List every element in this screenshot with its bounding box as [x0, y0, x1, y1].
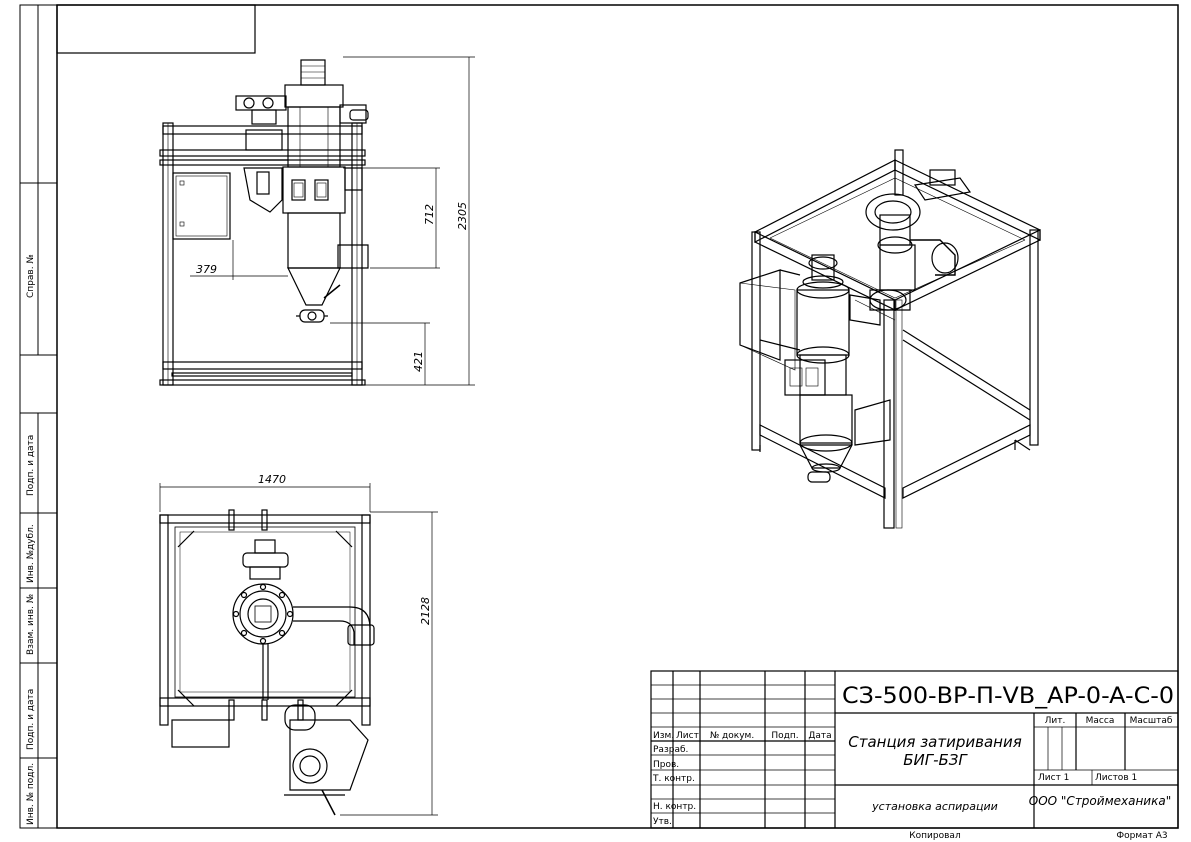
- label-podp-data-2: Подп. и дата: [26, 689, 36, 750]
- dim-2128: 2128: [419, 597, 432, 625]
- dim-379: 379: [196, 263, 217, 276]
- row-razrab: Разраб.: [653, 745, 688, 755]
- title-block-grid: [650, 670, 1179, 829]
- product-name-line2: БИГ-БЗГ: [903, 751, 968, 769]
- dim-712: 712: [423, 204, 436, 225]
- left-side-strips: [19, 5, 58, 829]
- row-utv: Утв.: [653, 817, 672, 827]
- label-lit: Лит.: [1045, 716, 1066, 726]
- label-list: Лист 1: [1038, 773, 1069, 783]
- label-listov: Листов 1: [1095, 773, 1137, 783]
- row-tkontr: Т. контр.: [652, 774, 695, 784]
- product-name-line1: Станция затиривания: [848, 733, 1022, 751]
- col-podp: Подп.: [771, 731, 798, 741]
- designation: СЗ-500-ВР-П-VB_AP-0-A-C-0: [842, 684, 1174, 709]
- footer-format: Формат A3: [1116, 831, 1167, 841]
- col-data: Дата: [808, 731, 831, 741]
- front-dimensions: [190, 56, 475, 386]
- isometric-view: [739, 149, 1041, 529]
- label-inv-podl: Инв. № подл.: [26, 763, 36, 825]
- label-massa: Масса: [1086, 716, 1115, 726]
- top-dimensions: [159, 483, 438, 816]
- company-name: ООО "Строймеханика": [1029, 794, 1171, 808]
- dim-2305: 2305: [456, 202, 469, 230]
- label-podp-data-1: Подп. и дата: [26, 435, 36, 496]
- top-left-box: [56, 4, 256, 54]
- dim-421: 421: [412, 351, 425, 372]
- label-sprav: Справ. №: [26, 254, 36, 298]
- col-list: Лист: [676, 731, 699, 741]
- label-inv-dubl: Инв. №дубл.: [26, 524, 36, 583]
- row-nkontr: Н. контр.: [653, 802, 696, 812]
- label-masshtab: Масштаб: [1130, 716, 1173, 726]
- top-view: [159, 509, 375, 816]
- document-title: установка аспирации: [871, 800, 998, 813]
- front-view: [159, 59, 369, 386]
- col-izm: Изм.: [653, 731, 674, 741]
- dim-1470: 1470: [258, 473, 286, 486]
- row-prov: Пров.: [653, 760, 679, 770]
- footer-copied: Копировал: [909, 831, 960, 841]
- col-docum: № докум.: [710, 731, 754, 741]
- label-vzam-inv: Взам. инв. №: [26, 594, 36, 655]
